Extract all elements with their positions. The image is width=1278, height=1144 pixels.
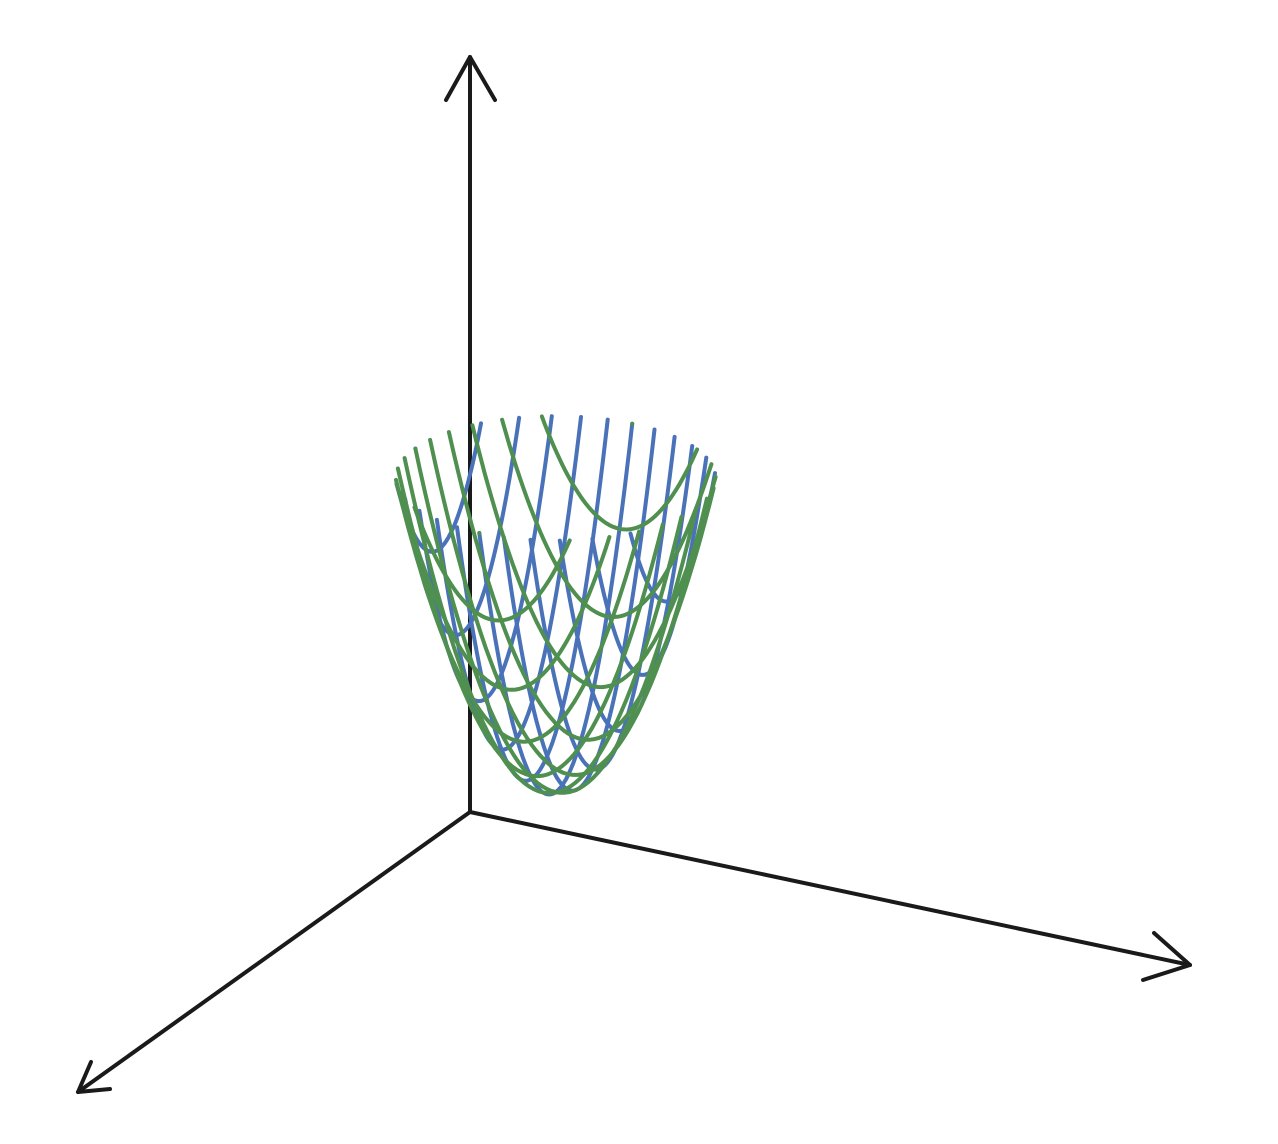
mesh-line-b [394,477,642,744]
x-axis-arrowhead [1141,931,1192,982]
mesh-line-b [428,437,709,777]
y-axis-arrowhead [76,1060,112,1094]
x-axis [468,810,1192,967]
axes [76,55,1192,1094]
paraboloid-mesh [394,414,718,797]
mesh-line-b [402,456,684,796]
mesh-line-b [539,414,700,532]
mesh-line-b [398,490,612,692]
mesh-line-b [470,423,718,690]
y-axis [76,810,472,1094]
mesh-line-b [412,505,572,623]
mesh-line-b [500,417,714,619]
z-axis-arrowhead [444,55,497,102]
